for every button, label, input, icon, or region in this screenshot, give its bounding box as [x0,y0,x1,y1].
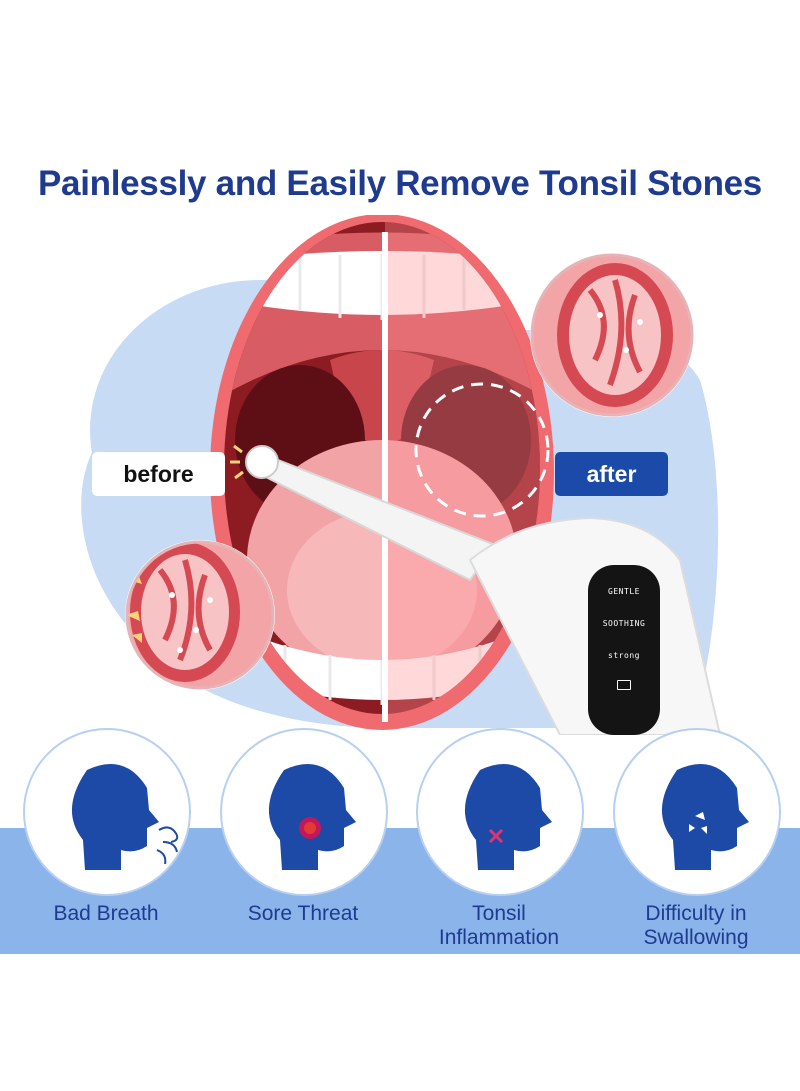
head-swallowing-icon [661,764,749,870]
label-tonsil-inflammation: Tonsil Inflammation [438,902,560,949]
symptom-bad-breath [23,728,191,896]
device-panel [588,565,660,735]
label-difficulty-swallowing: Difficulty in Swallowing [643,902,749,949]
label-bad-breath: Bad Breath [53,902,159,925]
head-tonsil-inflammation-icon [464,764,552,870]
symptom-sore-throat [220,728,388,896]
mouth-illustration [81,215,722,735]
head-breath-icon [71,764,179,870]
dashed-circle [414,382,550,518]
label-sore-threat: Sore Threat [247,902,359,925]
mode-soothing[interactable]: SOOTHING [602,619,646,628]
after-tag: after [555,452,668,496]
head-sore-throat-icon [268,764,356,870]
device-modes: GENTLE SOOTHING strong [588,582,660,690]
battery-icon [617,680,631,690]
symptom-tonsil-inflammation [416,728,584,896]
before-tag: before [92,452,225,496]
headline: Painlessly and Easily Remove Tonsil Ston… [38,164,762,203]
mode-strong[interactable]: strong [608,651,640,660]
split-line [382,232,388,722]
symptom-difficulty-swallowing [613,728,781,896]
mode-gentle[interactable]: GENTLE [608,587,640,596]
